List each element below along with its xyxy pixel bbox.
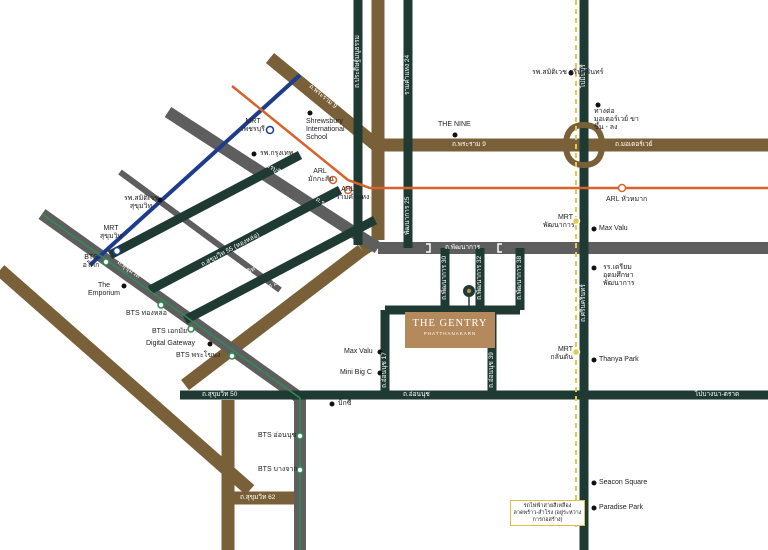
road-label-motorway: ถ.มอเตอร์เวย์ (615, 141, 653, 148)
road-label-bangna-trat: ไปบางนา-ตราด (695, 391, 740, 398)
project-pin-dot (466, 288, 472, 294)
label-arl-huamak: ARL หัวหมาก (606, 196, 648, 203)
road-label-minburi: ไปมีนบุรี (580, 64, 587, 88)
station-bts-phrakhanong (228, 352, 236, 360)
label-bts-asok: BTS อโศก (82, 254, 100, 269)
label-mini-big-c: Mini Big C (340, 369, 372, 376)
label-rama9-hospital: รพ.กรุงเทพ (260, 150, 294, 157)
road-label-onnut: ถ.อ่อนนุช (403, 391, 430, 398)
dot-paradise-park (591, 505, 597, 511)
station-mrt-sukhumvit (112, 246, 122, 256)
label-paradise-park: Paradise Park (599, 504, 643, 511)
gate-marker (426, 243, 431, 253)
road-label-onnut-39: ถ.อ่อนนุช 39 (488, 352, 495, 388)
label-bts-bangchak: BTS บางจาก (258, 466, 298, 473)
label-mrt-phetchaburi: MRT เพชรบุรี (241, 118, 265, 133)
label-triam-udom: รร.เตรียมอุดมศึกษา พัฒนาการ (603, 264, 635, 287)
road-label-phatthanakan-38: ถ.พัฒนาการ 38 (516, 255, 523, 300)
road-label-phatthanakan-25: พัฒนาการ 25 (404, 196, 411, 235)
road-soi-c (182, 216, 378, 324)
arl-line (231, 85, 768, 190)
project-title: THE GENTRY (412, 318, 488, 329)
station-mrt-klantan (571, 347, 581, 357)
dot-samitivej-srinakarin (568, 70, 574, 76)
gate-marker (497, 243, 502, 253)
road-label-srinakarin: ถ.ศรีนครินทร์ (580, 284, 587, 322)
station-arl-huamak (617, 183, 627, 193)
label-bts-onnut: BTS อ่อนนุช (258, 432, 297, 439)
station-arl-ramkhamhaeng (343, 185, 353, 195)
label-motorway-interchange: ทางต่อมอเตอร์เวย์ ขาขึ้น - ลง (594, 108, 639, 131)
dot-mini-big-c (377, 370, 383, 376)
mrt-blue-line (88, 73, 302, 267)
label-bts-thonglor: BTS ทองหล่อ (126, 310, 167, 317)
dot-rama9-hospital (251, 151, 257, 157)
station-bts-ekkamai (187, 325, 195, 333)
road-label-ramkhamhaeng-24: รามคำแหง 24 (404, 54, 411, 95)
dot-the-nine (452, 132, 458, 138)
road-label-phatthanakan-30: ถ.พัฒนาการ 30 (441, 255, 448, 300)
label-bts-phrakhanong: BTS พระโขนง (176, 352, 221, 359)
road-phetchaburi (164, 106, 382, 254)
station-bts-thonglor (157, 301, 165, 309)
label-mrt-klantan: MRT กลันตัน (550, 346, 573, 361)
road-ekkamai-ramindra (181, 244, 366, 391)
road-label-phatthanakan-32: ถ.พัฒนาการ 32 (476, 255, 483, 300)
station-arl-makkasan (328, 175, 338, 185)
yellow-line-note: รถไฟฟ้าสายสีเหลือง ลาดพร้าว-สำโรง (อยู่ร… (510, 500, 585, 526)
dot-big-c (329, 401, 335, 407)
dot-shrewsbury (307, 110, 313, 116)
station-mrt-phatthanakan (571, 216, 581, 226)
label-seacon-square: Seacon Square (599, 479, 648, 486)
label-shrewsbury: Shrewsbury International School (306, 118, 345, 141)
station-mrt-phetchaburi (265, 125, 275, 135)
station-bts-asok (102, 258, 110, 266)
road-label-pradit: ถ.ประดิษฐ์มนูธรรม (354, 35, 361, 88)
label-arl-ramkhamhaeng: ARL รามคำแหง (336, 186, 370, 201)
project-badge: THE GENTRY PHATTHANAKARN (405, 312, 495, 348)
dot-max-valu-right (591, 226, 597, 232)
road-label-sukhumvit-62: ถ.สุขุมวิท 62 (240, 494, 276, 501)
dot-thanya-park (591, 357, 597, 363)
dot-motorway-interchange (595, 102, 601, 108)
label-samitivej-sukhumvit: รพ.สมิติเวช สุขุมวิท (124, 195, 159, 210)
label-digital-gateway: Digital Gateway (146, 340, 196, 347)
label-arl-makkasan: ARL มักกะสัน (308, 168, 334, 183)
motorway-interchange (563, 121, 605, 169)
road-soi-b (147, 186, 343, 294)
label-thanya-park: Thanya Park (599, 356, 639, 363)
road-asok-grey (118, 169, 282, 293)
road-label-sukhumvit-50: ถ.สุขุมวิท 50 (202, 391, 238, 398)
dot-digital-gateway (207, 341, 213, 347)
label-max-valu-right: Max Valu (599, 225, 628, 232)
dot-seacon-square (591, 480, 597, 486)
station-bts-onnut (296, 432, 304, 440)
bts-line (41, 213, 301, 399)
label-the-nine: THE NINE (438, 121, 471, 128)
dot-samitivej-sukhumvit (157, 197, 163, 203)
label-max-valu-left: Max Valu (344, 348, 373, 355)
dot-emporium (121, 283, 127, 289)
road-label-phatthanakan: ถ.พัฒนาการ (445, 244, 481, 251)
road-rama4 (0, 265, 255, 495)
label-bts-ekkamai: BTS เอกมัย (152, 328, 188, 335)
dot-max-valu-left (377, 349, 383, 355)
road-label-rama9-mid: ถ.พระราม 9 (452, 141, 486, 148)
label-mrt-sukhumvit: MRT สุขุมวิท (99, 225, 123, 240)
road-label-onnut-17: ถ.อ่อนนุช 17 (381, 352, 388, 388)
road-soi-a (107, 151, 303, 259)
project-subtitle: PHATTHANAKARN (423, 331, 477, 336)
station-bts-bangchak (296, 466, 304, 474)
label-emporium: The Emporium (88, 282, 120, 297)
label-big-c: บิ๊กซี (338, 400, 352, 407)
label-mrt-phatthanakan: MRT พัฒนาการ (543, 214, 575, 229)
dot-triam-udom (591, 265, 597, 271)
label-samitivej-srinakarin: รพ.สมิติเวช ศรีนครินทร์ (532, 69, 604, 76)
